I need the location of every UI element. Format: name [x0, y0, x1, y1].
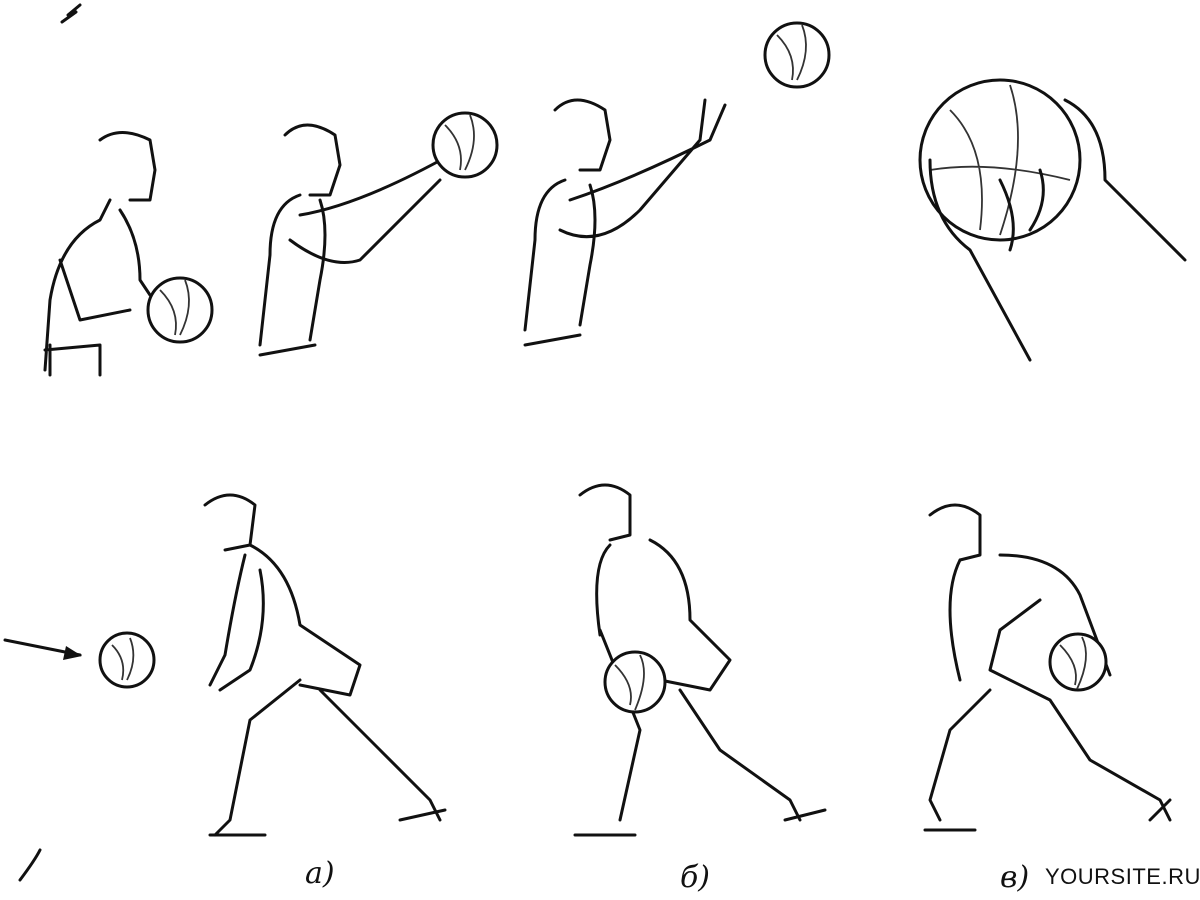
incoming-ball-arrow: [3, 631, 156, 689]
caption-b: б): [680, 860, 711, 895]
stray-mark: [60, 3, 82, 24]
stray-mark-bottom: [18, 848, 42, 882]
watermark: YOURSITE.RU: [1045, 864, 1200, 889]
caption-c: в): [1000, 860, 1030, 895]
player-pushing-ball: [258, 111, 499, 357]
player-figure-b: [573, 483, 827, 837]
player-releasing-ball: [523, 21, 831, 347]
player-figure-a: [203, 493, 447, 837]
caption-a: а): [305, 856, 335, 891]
hands-on-ball-detail: [918, 78, 1187, 362]
player-figure-c: [923, 503, 1172, 832]
player-holding-ball: [43, 131, 214, 377]
